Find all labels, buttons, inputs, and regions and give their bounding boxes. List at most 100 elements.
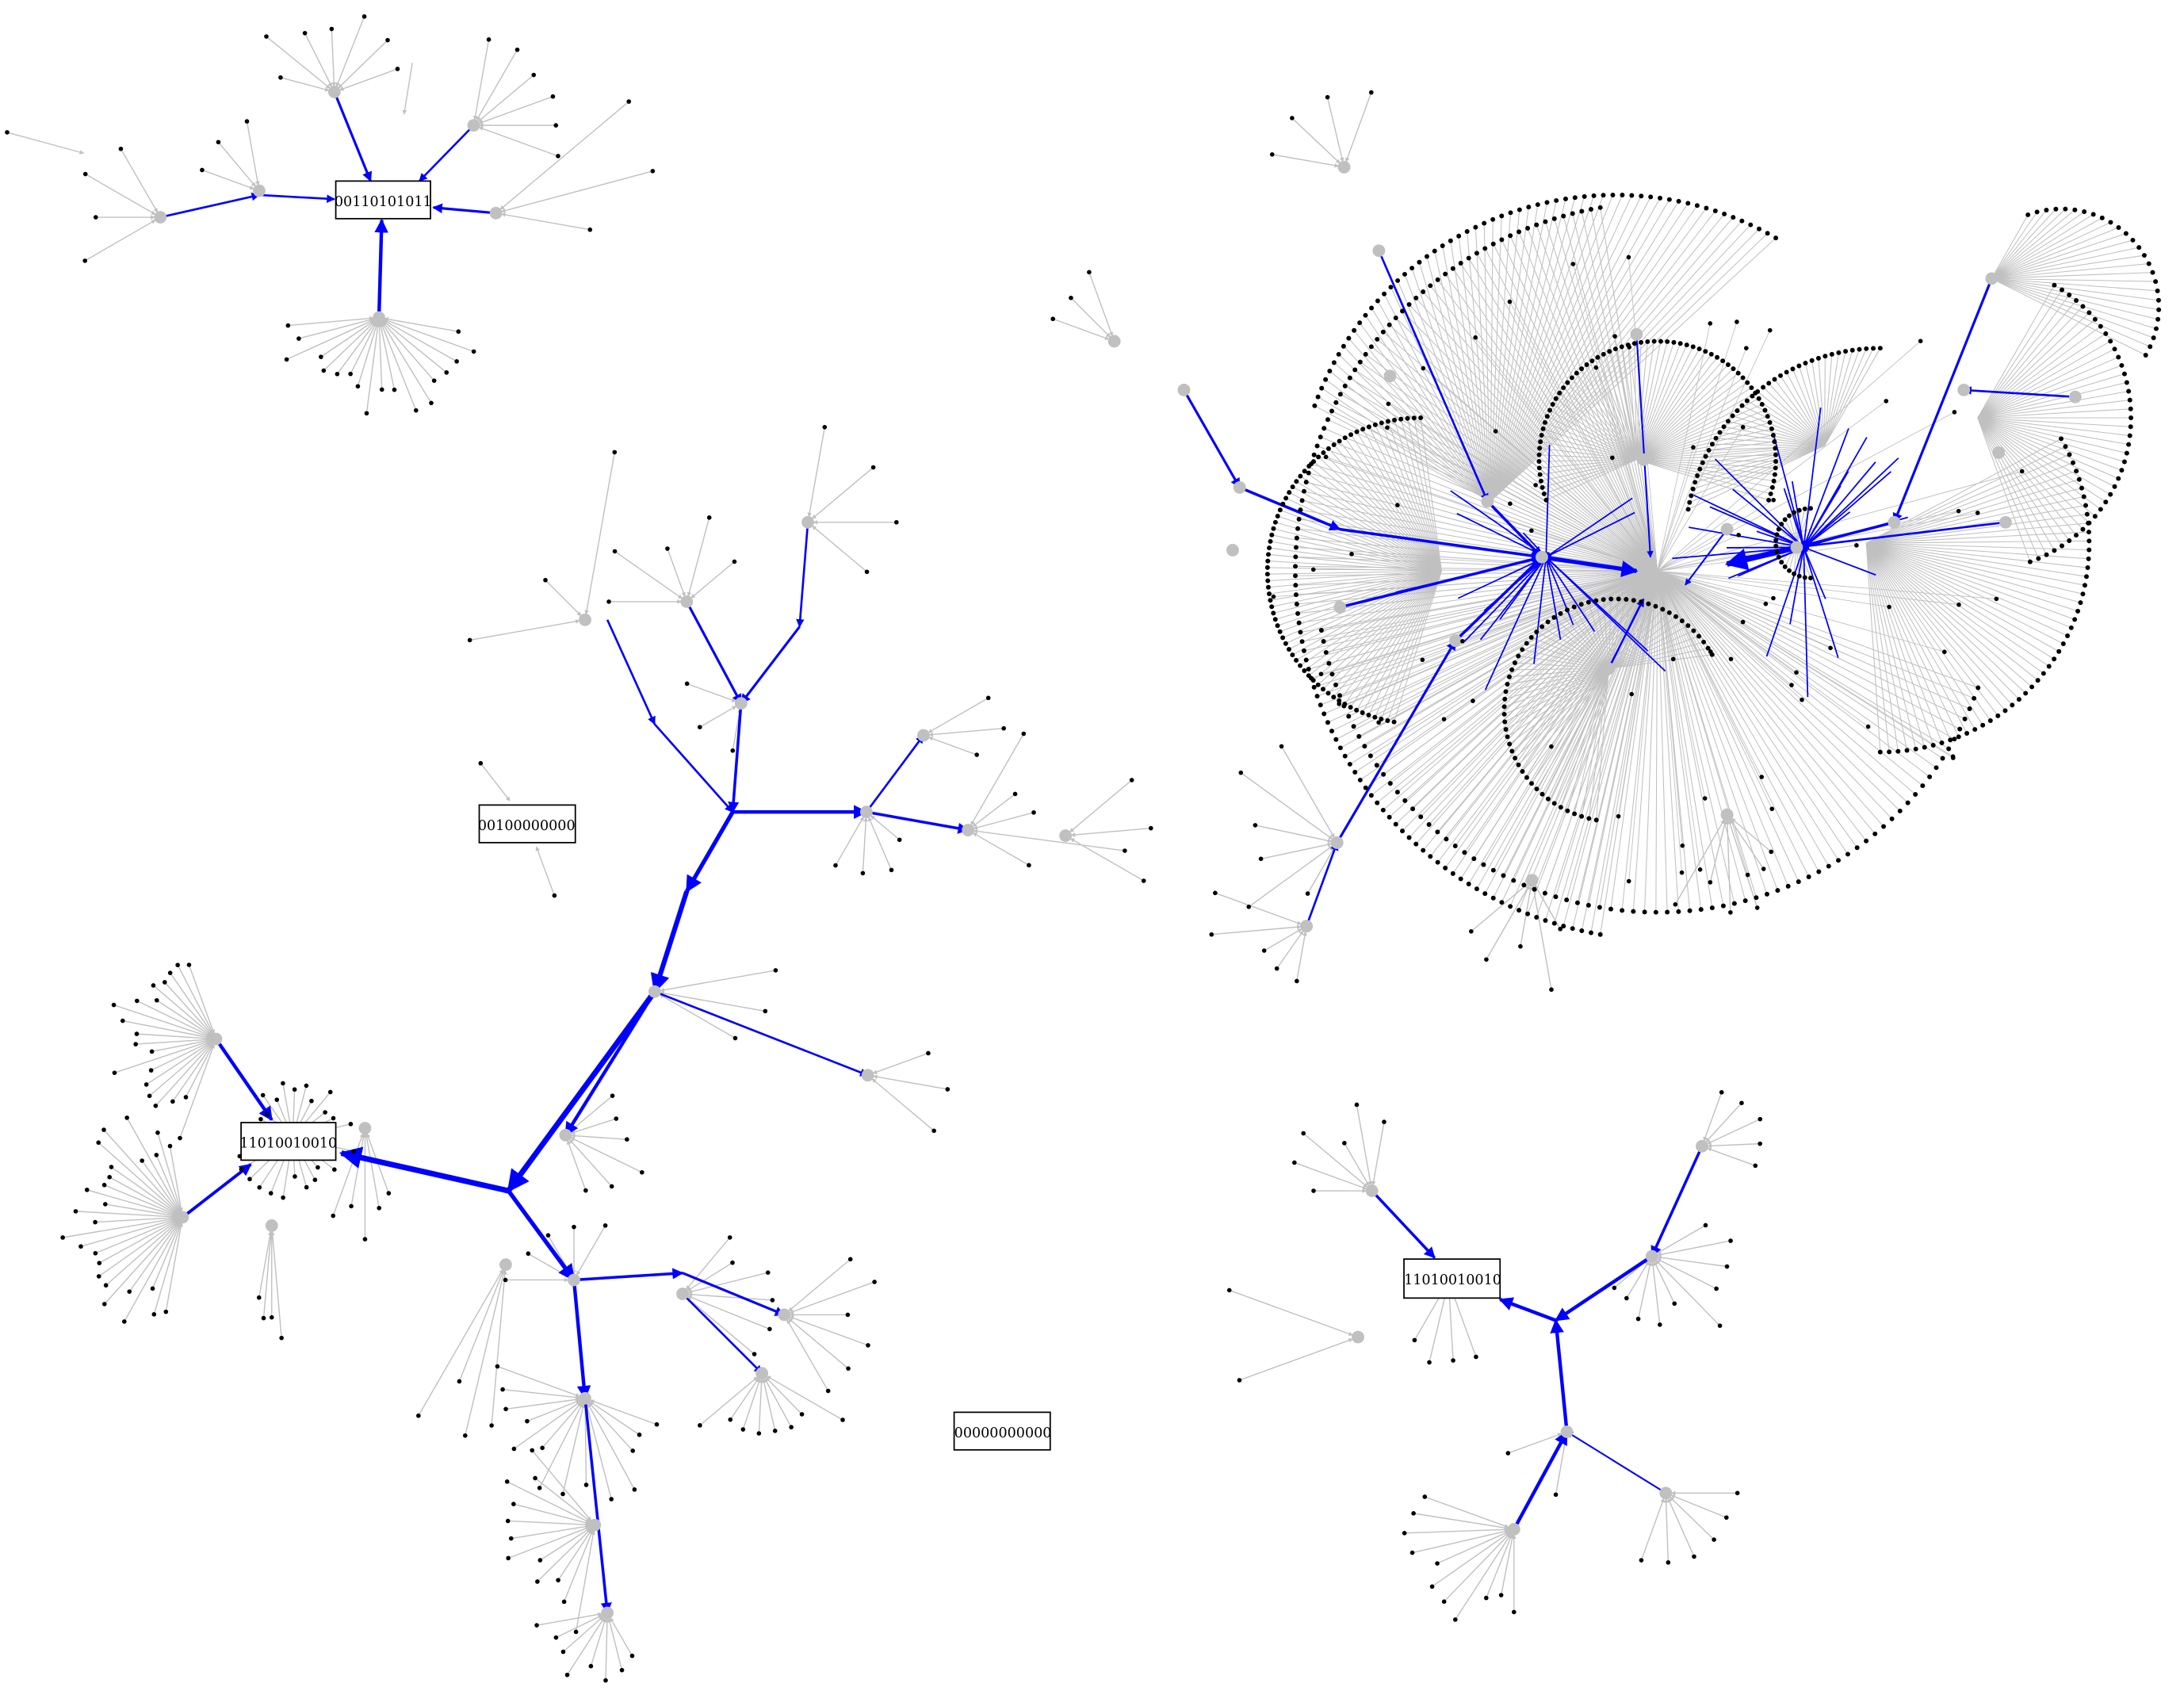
leaf-node [1382, 291, 1387, 297]
gray-edge [1667, 1498, 1695, 1557]
gray-edge [1636, 434, 1773, 461]
node-11010010010-left[interactable]: 11010010010 [239, 1122, 337, 1161]
hub-node [1720, 808, 1734, 821]
leaf-node [101, 1127, 106, 1132]
leaf-node [945, 1087, 950, 1092]
gray-edge [1657, 571, 1768, 895]
leaf-node [1648, 194, 1654, 200]
leaf-node [1337, 693, 1342, 698]
gray-edge [1657, 571, 1724, 906]
gray-edge [1657, 570, 1731, 660]
leaf-node [1639, 339, 1644, 345]
leaf-node [109, 1165, 114, 1169]
leaf-node [931, 1128, 936, 1134]
leaf-node [1290, 484, 1295, 490]
leaf-node [511, 1502, 516, 1506]
leaf-node [82, 171, 88, 177]
gray-edge [1483, 223, 1491, 502]
leaf-node [1685, 507, 1691, 512]
leaf-node [1854, 543, 1859, 548]
node-00110101011[interactable]: 00110101011 [335, 180, 432, 220]
blue-edge [1545, 557, 1574, 626]
gray-edge [1689, 445, 1825, 503]
leaf-node [1316, 454, 1321, 460]
gray-edge [1350, 570, 1442, 708]
leaf-node [1585, 599, 1591, 605]
gray-edge [1991, 277, 2159, 311]
gray-edge [531, 1449, 592, 1521]
leaf-node [2035, 678, 2041, 683]
leaf-node [1294, 601, 1299, 606]
gray-edge [1657, 1240, 1731, 1257]
leaf-node [1956, 508, 1961, 514]
leaf-node [1456, 233, 1462, 239]
leaf-node [1665, 909, 1670, 915]
leaf-node [1409, 266, 1415, 271]
gray-edge [1490, 224, 1751, 502]
gray-edge [540, 1527, 591, 1561]
leaf-node [561, 1599, 567, 1605]
gray-edge [1359, 322, 1491, 502]
leaf-node [1742, 898, 1748, 904]
leaf-node [1474, 1354, 1478, 1360]
leaf-node [1363, 351, 1368, 357]
gray-edge [607, 1617, 623, 1670]
node-00000000000[interactable]: 00000000000 [953, 1411, 1052, 1451]
leaf-node [486, 37, 491, 42]
leaf-node [153, 1103, 159, 1108]
gray-edge [1977, 417, 2130, 436]
gray-edge [1527, 228, 1658, 572]
leaf-node [2153, 279, 2159, 285]
leaf-node [392, 387, 397, 392]
gray-edge [1518, 668, 1609, 766]
leaf-node [120, 1018, 125, 1024]
leaf-node [1808, 576, 1813, 581]
gray-edge [1553, 617, 1609, 669]
gray-edge [1069, 837, 1145, 882]
leaf-node [1413, 295, 1419, 300]
gray-edge [1824, 350, 1853, 446]
leaf-node [545, 1233, 551, 1238]
leaf-node [573, 1629, 579, 1635]
node-box [240, 1122, 337, 1161]
node-11010010010-right[interactable]: 11010010010 [1403, 1258, 1501, 1299]
leaf-node [1386, 401, 1391, 407]
leaf-node [1612, 346, 1618, 352]
leaf-node [1293, 573, 1299, 579]
gray-edge [1865, 543, 1908, 751]
gray-edge [1691, 445, 1825, 496]
leaf-node [1776, 526, 1781, 532]
leaf-node [1758, 1116, 1763, 1122]
leaf-node [1529, 781, 1534, 786]
leaf-node [1913, 792, 1918, 797]
blue-edge [1803, 428, 1849, 549]
leaf-node [1526, 205, 1532, 210]
gray-edge [1544, 422, 1637, 461]
leaf-node [1740, 425, 1746, 430]
leaf-node [170, 1099, 175, 1104]
leaf-node [763, 1008, 768, 1014]
leaf-node [1765, 231, 1770, 236]
leaf-node [1588, 207, 1593, 212]
gray-edge [1669, 1496, 1715, 1540]
leaf-node [293, 1174, 297, 1179]
blue-edge [1789, 546, 1806, 625]
blue-edge [1512, 1430, 1569, 1530]
blue-edge [650, 890, 690, 994]
blue-edge [866, 810, 970, 834]
leaf-node [2124, 450, 2129, 456]
gray-edge [1295, 570, 1658, 586]
leaf-node [216, 140, 221, 145]
blue-edge [653, 723, 734, 813]
gray-edge [788, 1258, 851, 1312]
blue-edge [1635, 334, 1654, 558]
leaf-node [2060, 641, 2066, 646]
leaf-node [1690, 344, 1696, 350]
blue-edge [1791, 481, 1806, 549]
node-00100000000[interactable]: 00100000000 [478, 804, 576, 844]
gray-edge [1539, 459, 1637, 469]
hub-node [588, 1518, 602, 1532]
gray-edge [1295, 570, 1442, 661]
leaf-node [2075, 608, 2081, 614]
gray-edge [1725, 820, 1731, 913]
